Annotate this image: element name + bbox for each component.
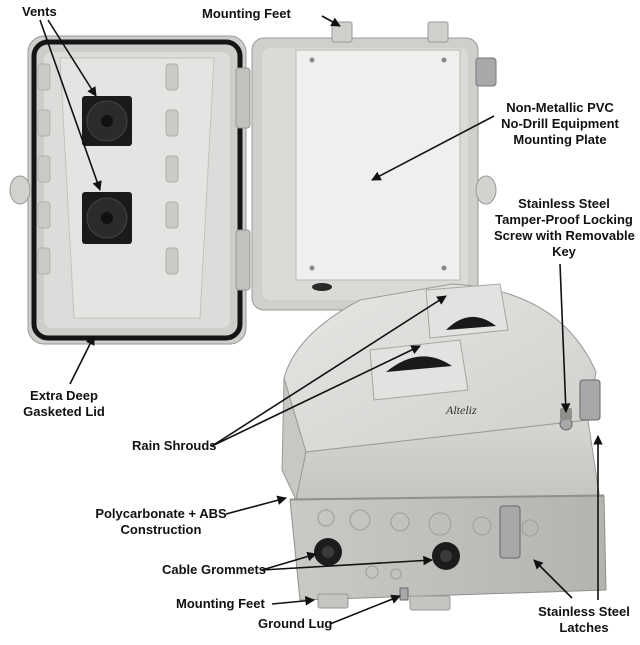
label-line: No-Drill Equipment <box>501 116 619 131</box>
label-line: Stainless Steel <box>518 196 610 211</box>
label-text: Cable Grommets <box>162 562 267 577</box>
label-mounting-feet-top: Mounting Feet <box>202 6 291 22</box>
label-line: Construction <box>120 522 202 537</box>
arrow-mounting-feet-top <box>321 15 341 27</box>
label-line: Extra Deep <box>30 388 98 403</box>
arrow-mounting-feet-bottom <box>271 596 315 606</box>
arrow-grommet-left <box>261 551 317 571</box>
arrow-latch-lower <box>533 559 573 599</box>
latch-upper <box>579 379 601 421</box>
ground-lug <box>399 587 409 601</box>
label-line: Key <box>552 244 576 259</box>
cable-grommet-left <box>314 538 342 566</box>
label-line: Mounting Plate <box>513 132 607 147</box>
label-gasketed-lid: Extra Deep Gasketed Lid <box>14 388 114 420</box>
arrow-vents-bottom <box>39 19 102 191</box>
arrow-mounting-plate <box>371 115 495 181</box>
arrow-grommet-right <box>261 555 433 571</box>
label-mounting-plate: Non-Metallic PVC No-Drill Equipment Moun… <box>496 100 624 148</box>
label-line: Tamper-Proof Locking <box>495 212 633 227</box>
label-text: Mounting Feet <box>176 596 265 611</box>
closed-enclosure: Alteliz <box>281 283 607 611</box>
label-cable-grommets: Cable Grommets <box>162 562 266 578</box>
rain-shroud-rear <box>425 283 509 339</box>
open-lid <box>9 35 251 345</box>
label-construction: Polycarbonate + ABS Construction <box>92 506 230 538</box>
arrow-rain-shroud-front <box>211 345 421 447</box>
cable-grommet-right <box>432 542 460 570</box>
label-rain-shrouds: Rain Shrouds <box>132 438 217 454</box>
vent-fan-top <box>82 96 132 146</box>
label-line: Non-Metallic PVC <box>506 100 614 115</box>
arrow-locking-screw <box>559 263 571 413</box>
arrow-construction <box>225 495 287 515</box>
label-text: Vents <box>22 4 57 19</box>
label-text: Rain Shrouds <box>132 438 217 453</box>
brand-mark: Alteliz <box>445 403 477 417</box>
mounting-plate <box>295 49 461 281</box>
label-line: Stainless Steel <box>538 604 630 619</box>
arrow-vents-top <box>47 19 97 97</box>
label-text: Ground Lug <box>258 616 333 631</box>
arrow-gasketed-lid <box>69 335 95 385</box>
open-body <box>251 21 497 311</box>
label-text: Mounting Feet <box>202 6 291 21</box>
gasket <box>31 39 243 341</box>
arrow-rain-shroud-rear <box>211 295 447 447</box>
label-locking-screw: Stainless Steel Tamper-Proof Locking Scr… <box>494 196 635 260</box>
label-latches: Stainless Steel Latches <box>536 604 632 636</box>
rain-shroud-front <box>369 339 469 401</box>
label-line: Polycarbonate + ABS <box>95 506 227 521</box>
label-ground-lug: Ground Lug <box>258 616 332 632</box>
latch-lower <box>499 505 521 559</box>
label-mounting-feet-bottom: Mounting Feet <box>176 596 265 612</box>
vent-fan-bottom <box>82 192 132 244</box>
arrow-ground-lug <box>329 594 401 625</box>
label-line: Latches <box>559 620 609 635</box>
label-line: Screw with Removable <box>494 228 635 243</box>
label-vents: Vents <box>22 4 57 20</box>
label-line: Gasketed Lid <box>23 404 105 419</box>
